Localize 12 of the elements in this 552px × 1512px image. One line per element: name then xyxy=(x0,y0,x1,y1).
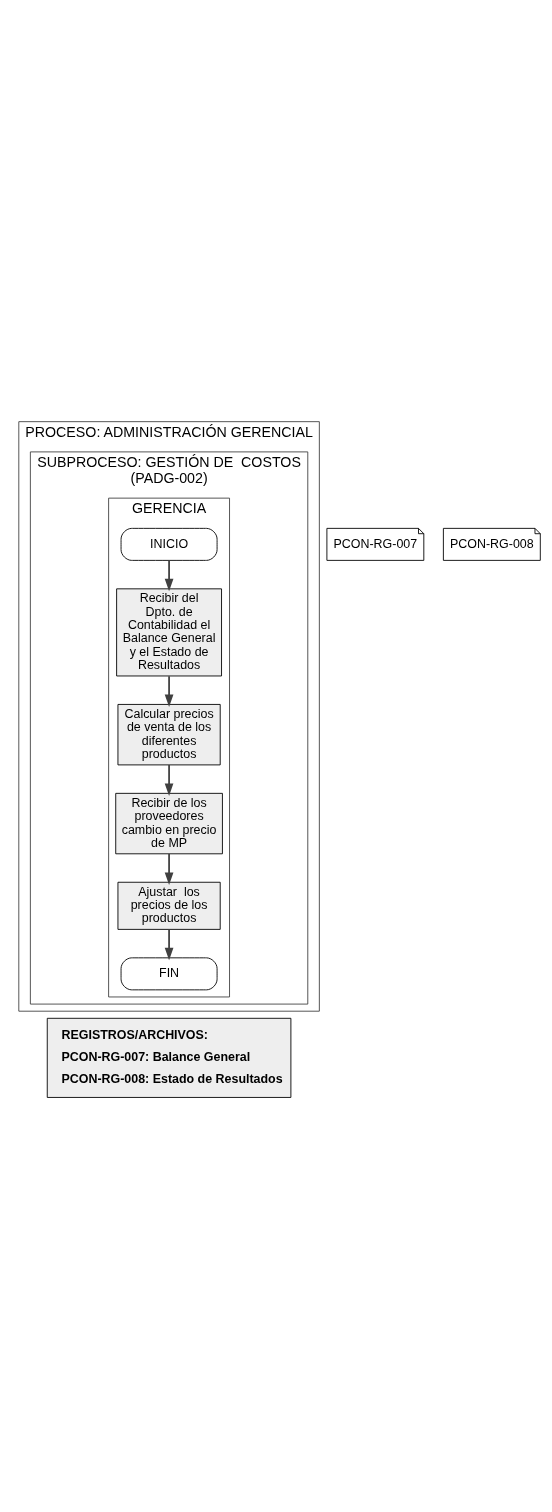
node-box: Recibir de los proveedores cambio en precio de MP xyxy=(115,792,223,855)
node-box: FIN xyxy=(120,957,218,991)
arrow xyxy=(164,559,174,592)
node-box: Calcular precios de venta de los diferentes productos xyxy=(117,704,221,766)
arrow xyxy=(164,853,174,885)
node-box: Ajustar los precios de los productos xyxy=(117,881,221,930)
arrow xyxy=(164,675,174,708)
node-box: INICIO xyxy=(120,527,218,561)
arrow xyxy=(164,764,174,796)
arrow xyxy=(164,928,174,961)
node-box: Recibir del Dpto. de Contabilidad el Balance General y el Estado de Resultados xyxy=(116,588,222,677)
node-box: REGISTROS/ARCHIVOS: PCON-RG-007: Balance General PCON-RG-008: Estado de Resultados xyxy=(46,1017,292,1098)
